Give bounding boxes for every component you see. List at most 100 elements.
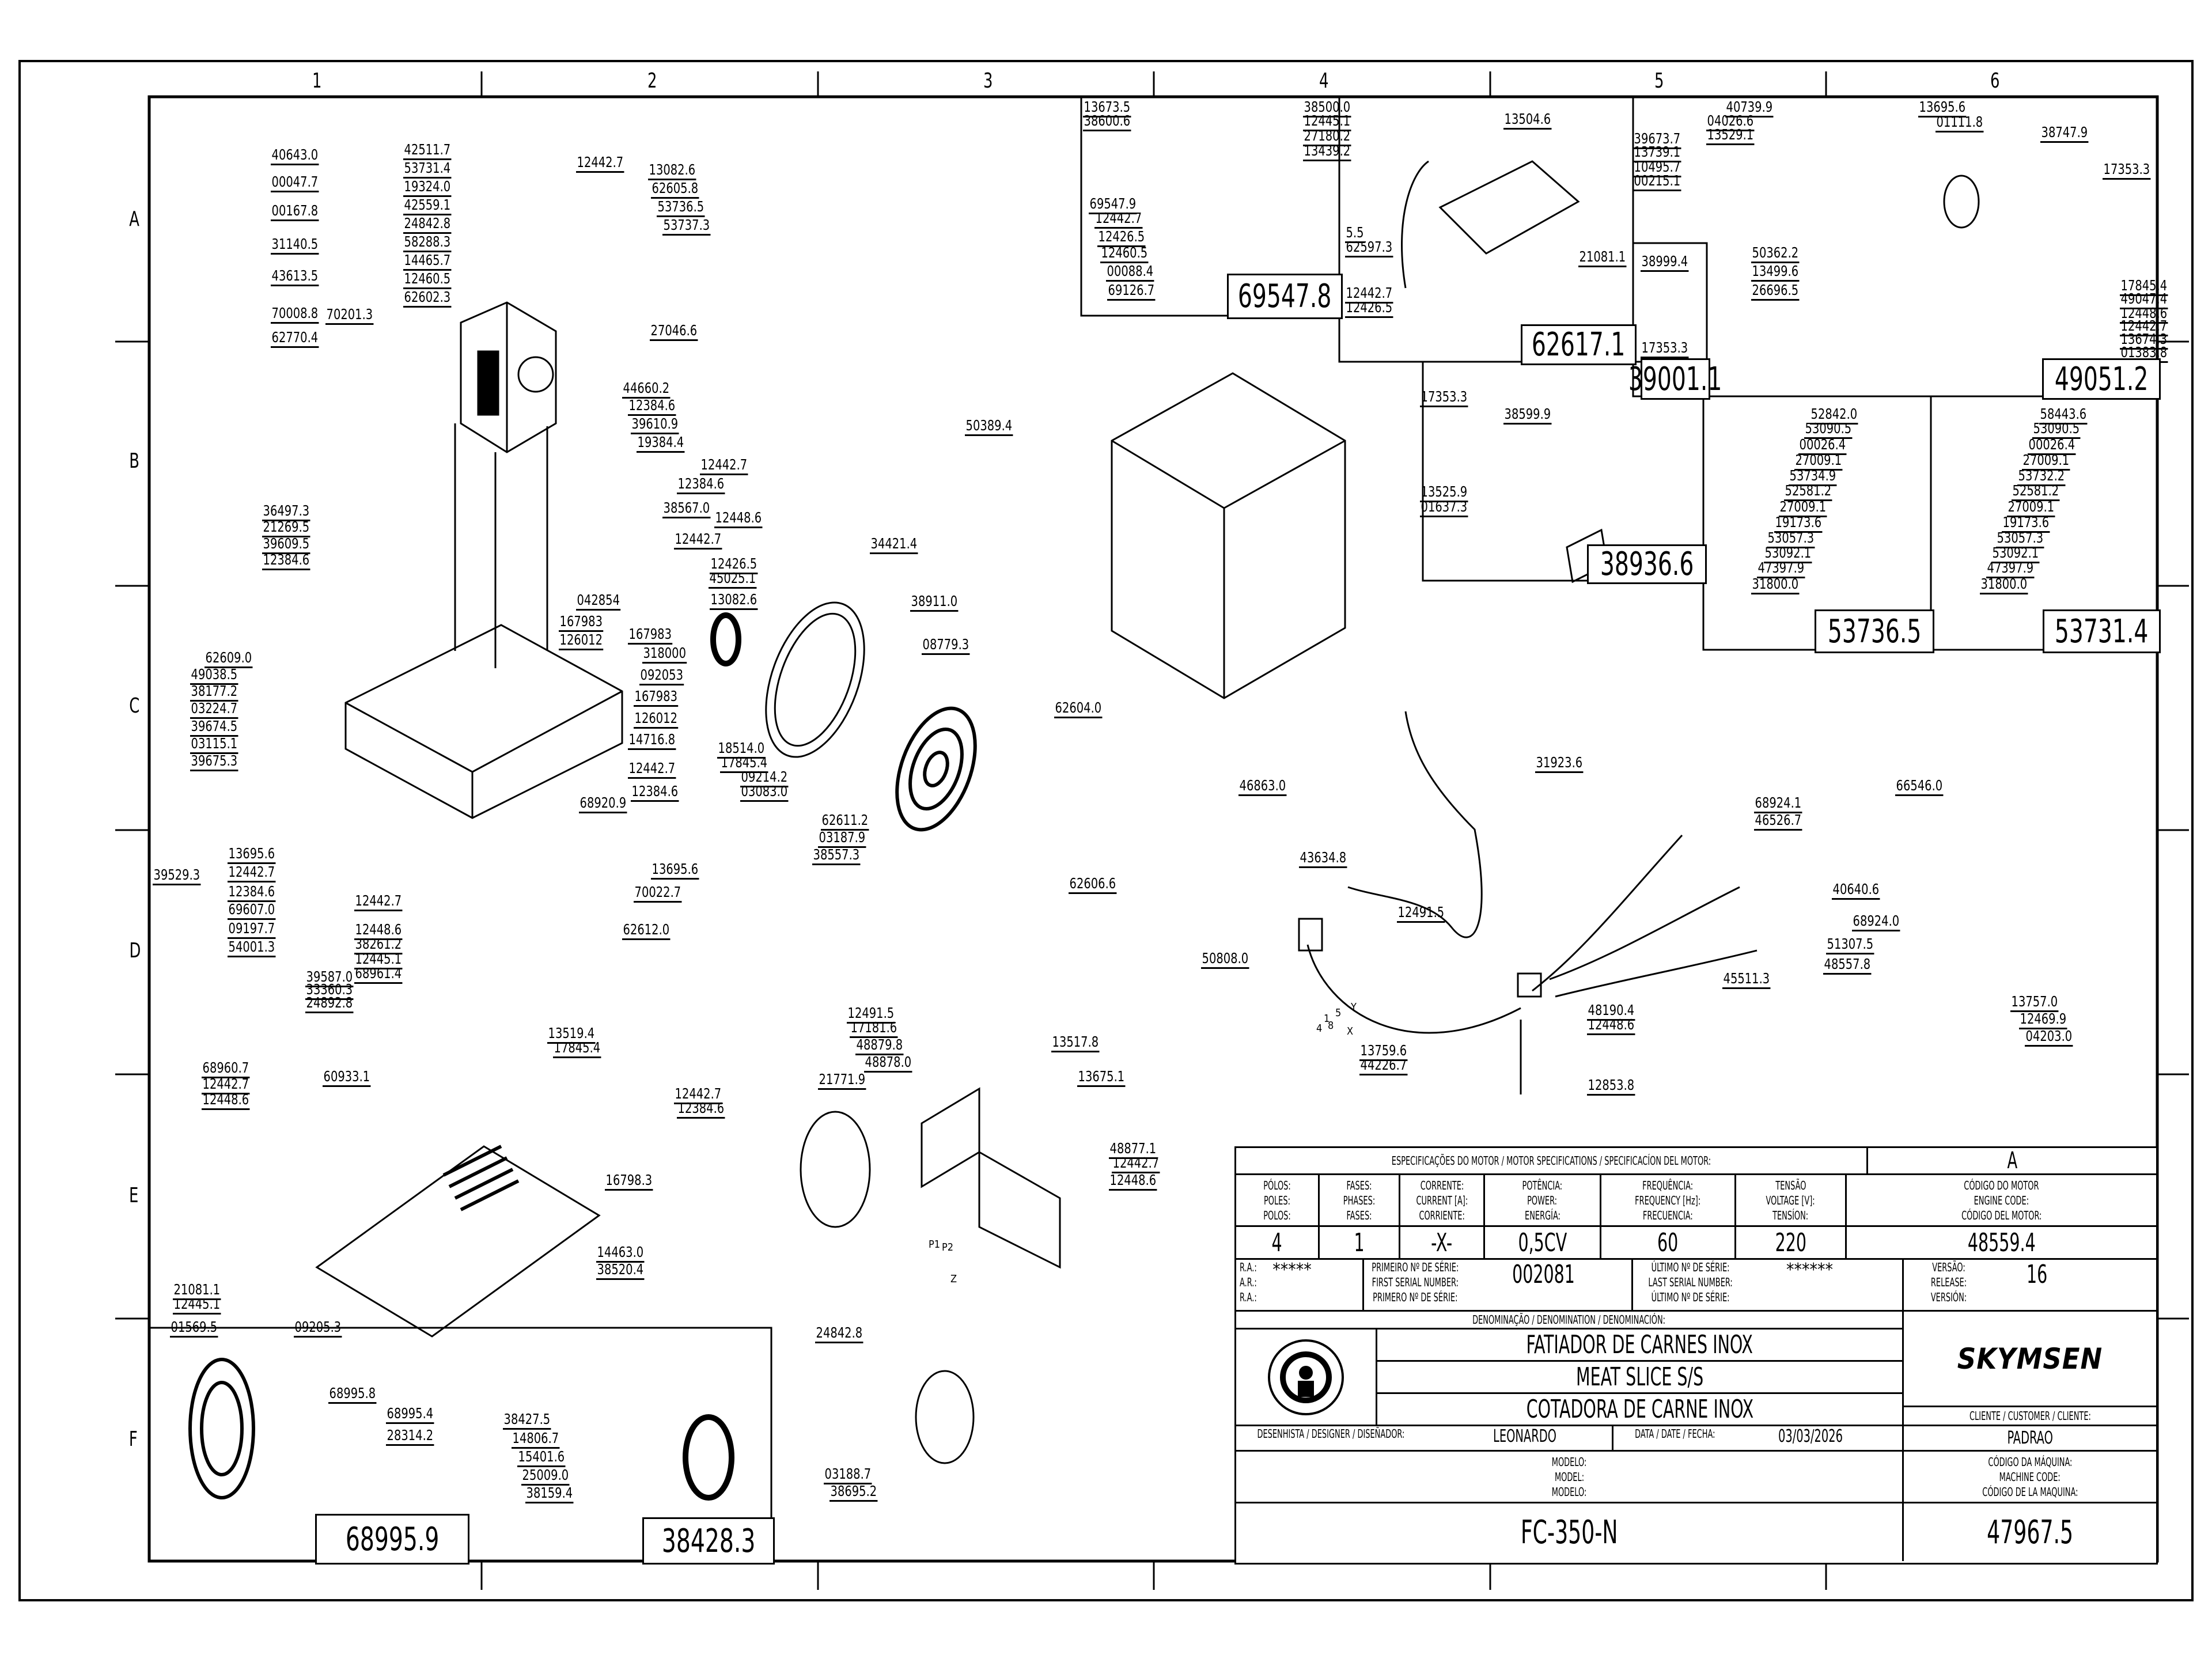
part-number-callout: 12491.5 — [1397, 904, 1445, 923]
poles-value: 4 — [1236, 1227, 1320, 1260]
part-number-callout: 48557.8 — [1823, 956, 1872, 975]
part-number-callout: 12445.1 — [173, 1296, 221, 1315]
release-cell: VERSÃO:RELEASE:VERSIÓN: 16 — [1904, 1260, 2156, 1312]
part-number-callout: 167983 — [634, 688, 679, 707]
subassembly-code-62617-1: 62617.1 — [1521, 324, 1637, 365]
wire-marking: 4 — [1316, 1022, 1323, 1035]
part-number-callout: 17353.3 — [1420, 389, 1468, 407]
part-number-callout: 49038.5 — [190, 666, 238, 685]
denomination-es: COTADORA DE CARNE INOX — [1377, 1394, 1904, 1426]
part-number-callout: 62611.2 — [821, 812, 869, 831]
part-number-callout: 40643.0 — [271, 147, 319, 165]
skymsen-logo: SKYMSEN — [1957, 1342, 2103, 1376]
row-marker-D: D — [129, 939, 141, 963]
part-number-callout: 13504.6 — [1503, 111, 1552, 130]
part-number-callout: 47397.9 — [1757, 560, 1805, 578]
column-marker-1: 1 — [312, 69, 322, 93]
part-number-callout: 14463.0 — [596, 1244, 645, 1263]
part-number-callout: 62602.3 — [403, 289, 452, 308]
outer-border — [18, 60, 2194, 1601]
part-number-callout: 09214.2 — [740, 769, 789, 787]
part-number-callout: 38600.6 — [1083, 113, 1131, 131]
part-number-callout: 50362.2 — [1751, 245, 1800, 263]
engine-code-value: 48559.4 — [1847, 1227, 2156, 1260]
authorized-service-seal — [1236, 1330, 1377, 1426]
part-number-callout: 13695.6 — [651, 861, 699, 880]
revision-letter: A — [1868, 1147, 2156, 1175]
base-tray-drawing — [344, 624, 623, 819]
part-number-callout: 12442.7 — [628, 760, 676, 779]
part-number-callout: 12442.7 — [202, 1076, 250, 1094]
part-number-callout: 62597.3 — [1345, 239, 1393, 257]
part-number-callout: 62612.0 — [622, 922, 671, 940]
part-number-callout: 53736.5 — [657, 199, 705, 217]
part-number-callout: 12448.6 — [1587, 1017, 1635, 1035]
machine-code-value: 47967.5 — [1987, 1513, 2073, 1551]
part-number-callout: 53092.1 — [1764, 545, 1812, 563]
part-number-callout: 21081.1 — [1578, 249, 1627, 267]
part-number-callout: 13499.6 — [1751, 263, 1800, 282]
part-number-callout: 50389.4 — [965, 418, 1013, 436]
part-number-callout: 12384.6 — [628, 397, 676, 416]
part-number-callout: 26696.5 — [1751, 282, 1800, 301]
part-number-callout: 13082.6 — [648, 162, 696, 180]
part-number-callout: 28314.2 — [386, 1427, 434, 1446]
subassembly-code-53736-5: 53736.5 — [1815, 609, 1934, 653]
part-number-callout: 27009.1 — [1794, 452, 1843, 471]
part-number-callout: 68960.7 — [202, 1060, 250, 1078]
part-number-callout: 19173.6 — [1774, 514, 1823, 533]
row-marker-F: F — [128, 1427, 138, 1451]
part-number-callout: 16798.3 — [605, 1172, 653, 1191]
part-number-callout: 70201.3 — [325, 306, 374, 325]
part-number-callout: 13675.1 — [1077, 1069, 1126, 1087]
date-cell: DATA / DATE / FECHA: 03/03/2026 — [1613, 1426, 1904, 1452]
part-number-callout: 38261.2 — [354, 936, 403, 955]
part-number-callout: 17845.4 — [720, 755, 768, 773]
part-number-callout: 318000 — [642, 645, 687, 664]
part-number-callout: 13739.1 — [1633, 144, 1681, 162]
part-number-callout: 12460.5 — [403, 271, 452, 289]
part-number-callout: 13695.6 — [228, 846, 276, 864]
part-number-callout: 68924.1 — [1754, 795, 1802, 813]
column-housing-drawing — [454, 301, 557, 668]
part-number-callout: 167983 — [559, 613, 604, 632]
part-number-callout: 12448.6 — [714, 510, 763, 528]
part-number-callout: 01111.8 — [1936, 114, 1984, 132]
part-number-callout: 38695.2 — [830, 1483, 878, 1502]
part-number-callout: 38599.9 — [1503, 406, 1552, 425]
part-number-callout: 03083.0 — [740, 783, 789, 802]
part-number-callout: 12384.6 — [228, 884, 276, 902]
part-number-callout: 44226.7 — [1359, 1057, 1408, 1075]
ra-cell: R.A.:A.R.:R.A.: ***** — [1236, 1260, 1364, 1312]
part-number-callout: 12442.7 — [1345, 285, 1393, 304]
part-number-callout: 69607.0 — [228, 902, 276, 920]
part-number-callout: 12442.7 — [228, 864, 276, 882]
part-number-callout: 38911.0 — [910, 593, 959, 612]
part-number-callout: 58288.3 — [403, 234, 452, 252]
machine-code-header: CÓDIGO DA MÁQUINA:MACHINE CODE:CÓDIGO DE… — [1904, 1452, 2156, 1503]
phases-header: FASES:PHASES:FASES: — [1320, 1175, 1400, 1227]
part-number-callout: 39609.5 — [262, 536, 310, 554]
voltage-value: 220 — [1736, 1227, 1847, 1260]
part-number-callout: 27009.1 — [2022, 452, 2070, 471]
part-number-callout: 12469.9 — [2019, 1011, 2067, 1029]
wire-marking: Z — [950, 1273, 957, 1285]
poles-header: PÓLOS:POLES:POLOS: — [1236, 1175, 1320, 1227]
part-number-callout: 12384.6 — [631, 783, 679, 802]
part-number-callout: 60933.1 — [323, 1069, 371, 1087]
part-number-callout: 12445.1 — [354, 951, 403, 969]
part-number-callout: 17845.4 — [2120, 278, 2168, 296]
part-number-callout: 53732.2 — [2017, 468, 2066, 486]
part-number-callout: 12442.7 — [1094, 210, 1143, 229]
part-number-callout: 48877.1 — [1109, 1141, 1157, 1159]
part-number-callout: 25009.0 — [521, 1467, 570, 1486]
part-number-callout: 68924.0 — [1852, 913, 1900, 931]
part-number-callout: 62604.0 — [1054, 700, 1103, 718]
row-marker-E: E — [129, 1184, 139, 1207]
part-number-callout: 31800.0 — [1980, 576, 2028, 594]
part-number-callout: 13695.6 — [1918, 99, 1967, 118]
part-number-callout: 39610.9 — [631, 416, 679, 434]
